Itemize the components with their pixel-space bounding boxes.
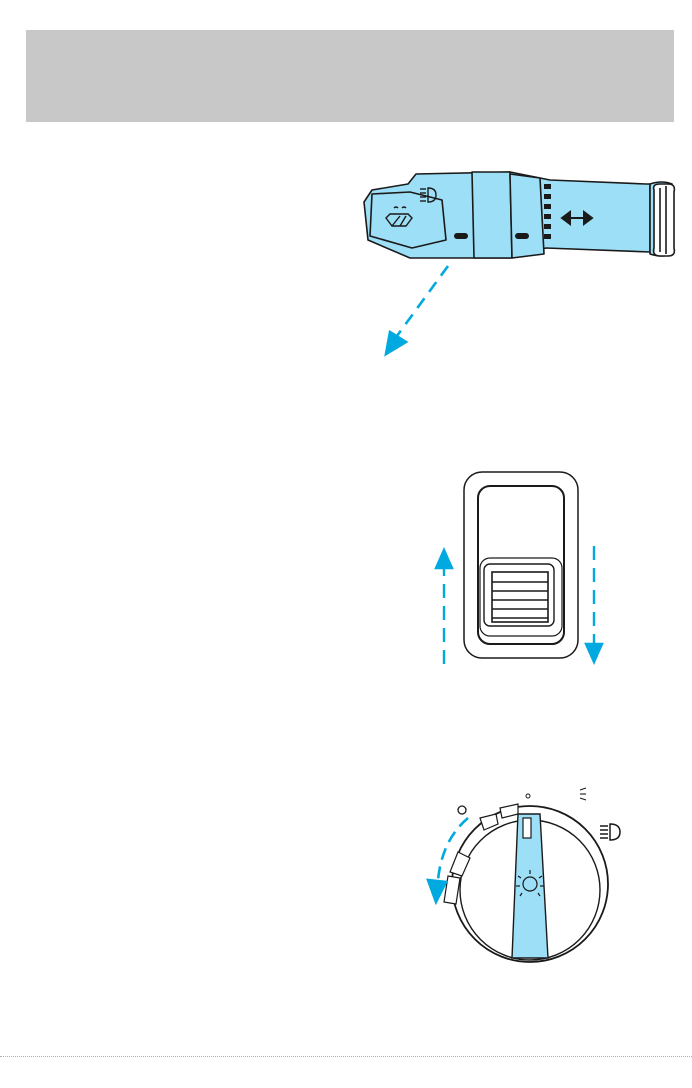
down-arrow-icon xyxy=(586,546,602,662)
thumbwheel-frame xyxy=(484,564,554,626)
panel-dimmer-figure xyxy=(430,460,610,680)
lever-ring-2 xyxy=(510,174,544,258)
parking-lamp-icon xyxy=(580,788,586,800)
off-position-mark xyxy=(458,806,466,814)
headlamp-knob-figure xyxy=(410,780,640,980)
steering-column xyxy=(654,184,675,256)
lever-ring xyxy=(472,172,512,258)
headlamp-icon xyxy=(600,824,620,840)
position-dot xyxy=(526,794,530,798)
pull-arrow xyxy=(386,266,448,354)
up-arrow-icon xyxy=(436,550,452,664)
header-band xyxy=(26,30,674,122)
multifunction-lever-figure xyxy=(350,162,692,370)
thumbwheel xyxy=(492,572,548,622)
page-bottom-rule xyxy=(0,1056,692,1057)
